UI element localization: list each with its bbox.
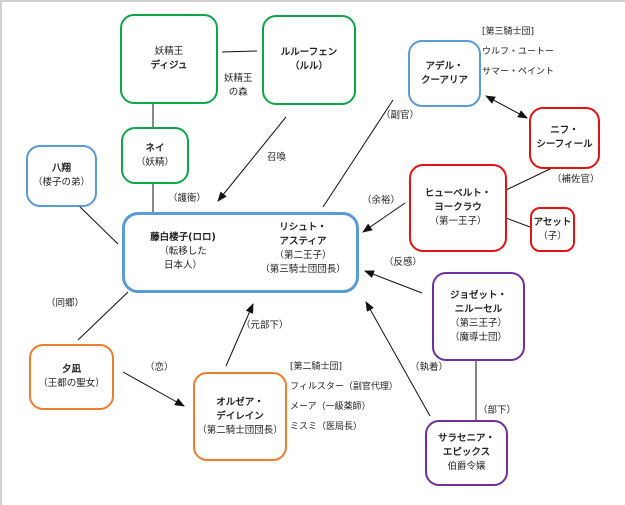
label-summon: 召喚: [267, 152, 287, 163]
label-vice: （副官）: [381, 110, 420, 121]
aset-role: （子）: [538, 230, 567, 242]
node-rurufen[interactable]: ルルーフェン （ルル）: [262, 15, 356, 105]
risyuto-role2: （第三騎士団団長）: [260, 264, 346, 275]
label-guard: （護衛）: [168, 193, 207, 204]
line-main-yuna: [77, 291, 129, 341]
sarasenia-name-line2: エピックス: [442, 447, 491, 458]
label-shuchaku: （執着）: [410, 362, 449, 373]
aset-name: アセット: [533, 216, 572, 228]
second-knights-header: [第二騎士団]: [290, 362, 343, 372]
rurufen-nickname: （ルル）: [289, 61, 328, 72]
arrow-adel-nifu: [485, 95, 528, 119]
label-yoyu: （余裕）: [362, 195, 401, 206]
arrow-olzea-main: [225, 303, 254, 367]
joset-name-line1: ジョゼット・: [449, 289, 507, 301]
adel-name-line2: クーアリア: [420, 74, 469, 86]
arrow-sarasenia-main: [365, 301, 431, 417]
line-hasho-main: [75, 202, 119, 245]
nifu-name-line2: シーフィール: [536, 139, 593, 150]
line-hubert-nifu: [505, 167, 553, 191]
hasho-name: 八翔: [51, 163, 71, 174]
main-right-column: リシュト・ アスティア （第二王子） （第三騎士団団長）: [250, 221, 356, 277]
arrow-hubert-main: [362, 202, 406, 233]
yuna-name: 夕凪: [61, 364, 81, 375]
arrow-rurufen-main-summon: [217, 116, 287, 202]
joset-role1: （第三王子）: [449, 317, 507, 329]
sarasenia-name-line1: サラセニア・: [437, 433, 495, 444]
rouko-name: 藤白楼子(ロロ): [150, 232, 216, 243]
hubert-name-line1: ヒューベルト・: [424, 188, 492, 199]
risyuto-name-line1: リシュト・: [279, 222, 327, 233]
risyuto-name-line2: アスティア: [279, 236, 327, 247]
node-sarasenia[interactable]: サラセニア・ エピックス 伯爵令嬢: [425, 420, 508, 486]
node-nifu[interactable]: ニフ・ シーフィール: [529, 107, 600, 169]
node-nei[interactable]: ネイ （妖精）: [121, 127, 189, 184]
third-knights-list: [第三騎士団] ウルフ・ユートー サマー・ペイント: [482, 22, 554, 82]
diju-name: ディジュ: [150, 60, 188, 71]
main-left-column: 藤白楼子(ロロ) （転移した 日本人）: [133, 231, 233, 273]
olzea-role: （第二騎士団団長）: [197, 424, 283, 436]
node-main-characters[interactable]: 藤白楼子(ロロ) （転移した 日本人） リシュト・ アスティア （第二王子） （…: [122, 212, 359, 293]
line-hubert-aset: [505, 217, 531, 228]
second-knights-member: メーア（一級薬師）: [290, 402, 371, 412]
hasho-role: （楼子の弟）: [32, 177, 90, 188]
sarasenia-title: 伯爵令嬢: [447, 461, 486, 472]
nei-name: ネイ: [145, 142, 165, 154]
label-moto-buka: （元部下）: [241, 320, 289, 331]
yuna-role: （王都の聖女）: [38, 378, 105, 389]
label-fairy-forest-line2: の森: [228, 87, 248, 98]
joset-name-line2: ニルーセル: [454, 303, 503, 315]
olzea-name-line2: デイレイン: [216, 410, 264, 422]
node-olzea[interactable]: オルゼア・ デイレイン （第二騎士団団長）: [193, 372, 287, 461]
node-adel[interactable]: アデル・ クーアリア: [408, 40, 481, 107]
node-hasho[interactable]: 八翔 （楼子の弟）: [26, 145, 97, 207]
diju-title: 妖精王: [154, 46, 184, 57]
node-fairy-king-diju[interactable]: 妖精王 ディジュ: [120, 14, 218, 104]
second-knights-member: フィルスター（副官代理）: [290, 382, 398, 392]
label-buka: （部下）: [478, 405, 517, 416]
label-aide: （補佐官）: [552, 174, 600, 185]
rurufen-name: ルルーフェン: [280, 47, 338, 58]
label-hankan: （反感）: [384, 257, 423, 268]
label-koi: （恋）: [145, 362, 174, 373]
arrow-yuna-olzea: [122, 371, 185, 407]
third-knights-member: ウルフ・ユートー: [482, 47, 555, 57]
label-fairy-forest: 妖精王 の森: [224, 72, 253, 100]
third-knights-member: サマー・ペイント: [482, 67, 555, 77]
node-yuna[interactable]: 夕凪 （王都の聖女）: [29, 344, 114, 410]
olzea-name-line1: オルゼア・: [216, 396, 264, 408]
node-joset[interactable]: ジョゼット・ ニルーセル （第三王子） （魔導士団）: [432, 272, 525, 361]
label-fairy-forest-line1: 妖精王: [224, 73, 253, 84]
label-doukyou: （同郷）: [46, 298, 85, 309]
second-knights-member: ミスミ（医局長）: [290, 422, 363, 432]
third-knights-header: [第三騎士団]: [482, 27, 535, 37]
nifu-name-line1: ニフ・: [550, 125, 579, 136]
hubert-name-line2: ヨークラウ: [434, 202, 482, 213]
adel-name-line1: アデル・: [425, 60, 464, 72]
rouko-desc-line1: （転移した: [159, 246, 207, 257]
arrow-joset-main: [364, 270, 423, 294]
nei-role: （妖精）: [135, 156, 174, 168]
node-aset[interactable]: アセット （子）: [530, 207, 575, 252]
rouko-desc-line2: 日本人）: [163, 260, 202, 271]
joset-role2: （魔導士団）: [449, 331, 507, 343]
second-knights-list: [第二騎士団] フィルスター（副官代理） メーア（一級薬師） ミスミ（医局長）: [290, 357, 398, 437]
line-adel-main-vice: [322, 99, 394, 208]
hubert-role: （第一王子）: [429, 216, 487, 227]
line-diju-rurufen: [221, 50, 258, 53]
node-hubert[interactable]: ヒューベルト・ ヨークラウ （第一王子）: [409, 164, 507, 252]
risyuto-role1: （第二王子）: [274, 250, 332, 261]
